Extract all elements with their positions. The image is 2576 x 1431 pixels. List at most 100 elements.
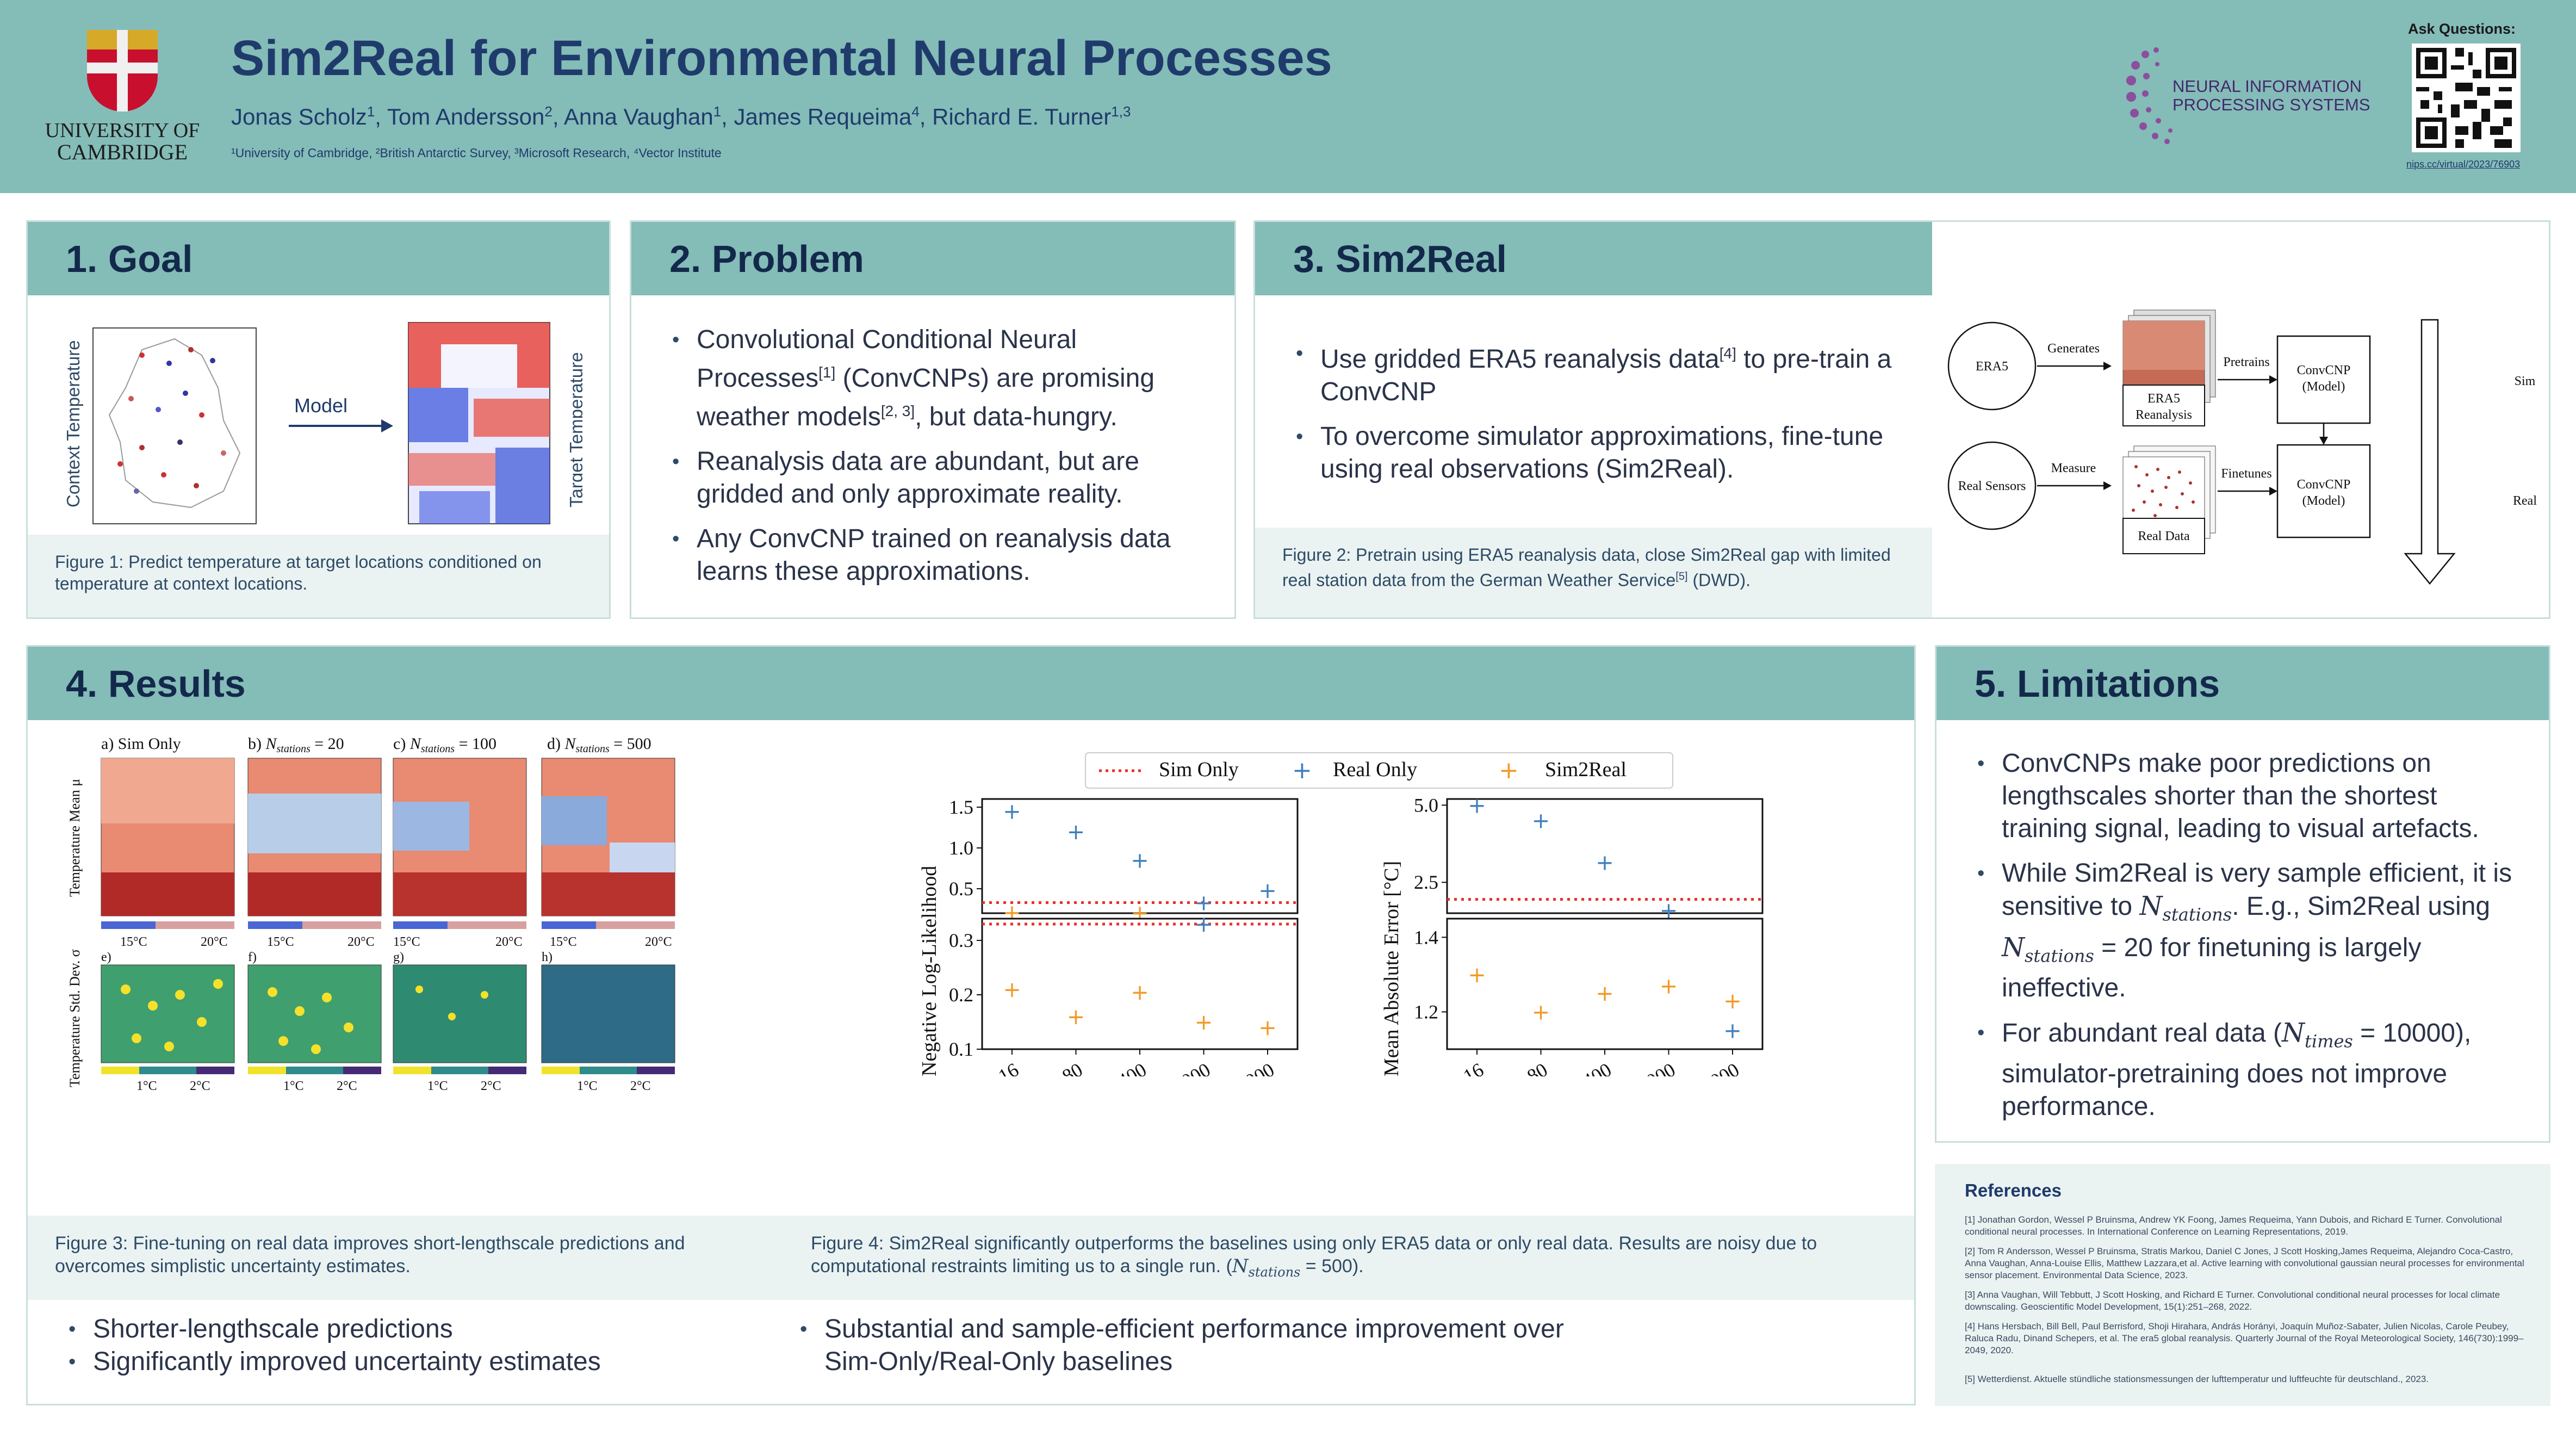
era5-reanalysis-label-1: ERA5 [2147,392,2180,406]
context-temperature-label: Context Temperature [63,340,83,507]
legend-sim2real: Sim2Real [1545,758,1627,781]
mean-maps [101,758,675,916]
takeaway-uncertainty: Significantly improved uncertainty estim… [69,1346,775,1378]
legend-real-only-marker: + [1292,757,1312,784]
pretrains-label: Pretrains [2223,355,2269,369]
cb-mean-max-a: 20°C [201,935,228,949]
context-station-dots [117,347,226,494]
affiliations: ¹University of Cambridge, ²British Antar… [231,146,722,160]
cb-mean-min-a: 15°C [120,935,147,949]
sim2real-bullet-1: Use gridded ERA5 reanalysis data[4] to p… [1296,337,1894,408]
references-box: References [1] Jonathan Gordon, Wessel P… [1935,1164,2550,1406]
chart-1-upper-ytick-label-1: 5.0 [1414,794,1438,816]
reference-5: [5] Wetterdienst. Aktuelle stündliche st… [1965,1374,2429,1384]
convcnp-finetune-label-2: (Model) [2302,494,2345,508]
chart-1-lower-ytick-label-1: 1.4 [1414,926,1438,948]
chart-0-upper-ytick-label-0: 0.5 [949,878,973,900]
goal-panel: 1. Goal Context Temperature Model Target… [26,220,611,619]
cb-mean-min-d: 15°C [550,935,577,949]
sim-label: Sim [2515,374,2536,388]
sim2real-panel: 3. Sim2Real Use gridded ERA5 reanalysis … [1253,220,2550,619]
problem-bullet-3: Any ConvCNP trained on reanalysis data l… [672,523,1221,588]
cb-std-min-g: 1°C [427,1079,448,1093]
chart-0-lower-point-s2-0: + [1003,977,1021,1002]
chart-1-upper-frame [1446,798,1764,914]
real-data-stack [2122,445,2216,554]
takeaway-performance: Substantial and sample-efficient perform… [800,1313,1588,1378]
chart-0-lower-point-s1-3: + [1195,912,1213,937]
cambridge-shield-icon [87,30,158,111]
problem-bullets: Convolutional Conditional Neural Process… [672,324,1221,600]
real-data-label: Real Data [2138,529,2190,543]
reference-3: [3] Anna Vaughan, Will Tebbutt, J Scott … [1965,1290,2500,1312]
chart-1-lower-point-s2-0: + [1468,963,1486,988]
chart-0-upper-point-s1-2: + [1131,848,1149,874]
reference-1: [1] Jonathan Gordon, Wessel P Bruinsma, … [1965,1215,2502,1237]
goal-figure: Context Temperature Model Target Tempera… [63,322,582,524]
chart-1-xtick-label-3: 2000 [1634,1058,1679,1076]
cb-std-max-g: 2°C [481,1079,501,1093]
chart-0-xtick-label-1: 80 [1058,1058,1086,1076]
panel-a-label: a) Sim Only [101,735,181,753]
qr-code-icon[interactable] [2412,44,2521,152]
chart-1-xtick-label-1: 80 [1523,1058,1551,1076]
panel-f-label: f) [248,950,257,964]
figure-2-caption: Figure 2: Pretrain using ERA5 reanalysis… [1255,528,1932,617]
convcnp-pretrain-label-1: ConvCNP [2297,363,2351,377]
cb-mean-min-c: 15°C [393,935,420,949]
chart-0-upper-frame [981,798,1299,914]
neurips-logo: NEURAL INFORMATION PROCESSING SYSTEMS [2124,44,2370,147]
cb-std-max-f: 2°C [337,1079,357,1093]
reference-2: [2] Tom R Andersson, Wessel P Bruinsma, … [1965,1246,2524,1280]
target-heatmap [408,323,550,524]
cb-std-max-h: 2°C [630,1079,651,1093]
chart-0-upper-point-s1-3: + [1195,891,1213,916]
ask-questions-label: Ask Questions: [2408,21,2516,37]
chart-0-xtick-label-4: 10000 [1225,1058,1278,1076]
chart-0-lower-ytick-label-0: 0.1 [949,1038,973,1060]
poster-title: Sim2Real for Environmental Neural Proces… [231,30,1332,86]
sim2real-bullet-2: To overcome simulator approximations, fi… [1296,420,1894,486]
problem-title: 2. Problem [669,238,864,280]
results-title: 4. Results [66,662,246,705]
chart-1-upper-point-s1-2: + [1596,850,1614,875]
convcnp-finetune-label-1: ConvCNP [2297,478,2351,492]
chart-0-upper-ytick-label-2: 1.5 [949,796,973,818]
nll-ylabel: Negative Log-Likelihood [918,866,941,1076]
figure-3-caption: Figure 3: Fine-tuning on real data impro… [28,1216,784,1300]
references-title: References [1965,1180,2062,1200]
chart-1-lower-point-s2-4: + [1723,989,1742,1014]
generates-label: Generates [2047,342,2100,356]
chart-1-lower-ytick-label-0: 1.2 [1414,1001,1438,1023]
chart-0-lower-frame [981,918,1299,1050]
cb-mean-max-b: 20°C [347,935,375,949]
cb-mean-min-b: 15°C [267,935,294,949]
panel-e-label: e) [101,950,111,964]
chart-0-lower-point-s2-4: + [1258,1015,1277,1040]
panel-g-label: g) [393,950,404,964]
cb-std-max-e: 2°C [190,1079,210,1093]
sim2real-bullets: Use gridded ERA5 reanalysis data[4] to p… [1296,337,1894,498]
chart-1-xtick-label-2: 400 [1579,1058,1615,1076]
chart-0-lower-ytick-label-2: 0.3 [949,930,973,951]
figure-4-caption: Figure 4: Sim2Real significantly outperf… [784,1216,1914,1300]
mae-ylabel: Mean Absolute Error [°C] [1380,861,1403,1076]
chart-1-xtick-label-0: 16 [1460,1058,1487,1076]
results-takeaways-left: Shorter-lengthscale predictions Signific… [69,1313,775,1378]
target-temperature-label: Target Temperature [566,352,582,507]
chart-1-lower-point-s1-4: + [1723,1019,1742,1044]
panel-c-label: c) Nstations = 100 [393,735,496,755]
ylabel-mean: Temperature Mean μ [67,779,83,897]
problem-bullet-1: Convolutional Conditional Neural Process… [672,324,1221,433]
era5-reanalysis-stack [2122,309,2216,426]
chart-0-xtick-label-3: 2000 [1169,1058,1214,1076]
chart-1-lower-point-s2-3: + [1660,974,1678,999]
chart-1-xtick-label-4: 10000 [1690,1058,1743,1076]
poster-link[interactable]: nips.cc/virtual/2023/76903 [2406,159,2521,170]
measure-label: Measure [2051,461,2096,475]
cambridge-wordmark: UNIVERSITY OF CAMBRIDGE [45,119,200,164]
context-map [92,327,257,524]
limitation-bullet-1: ConvCNPs make poor predictions on length… [1977,747,2521,845]
sim2real-title: 3. Sim2Real [1293,238,1507,280]
author-list: Jonas Scholz1, Tom Andersson2, Anna Vaug… [231,103,1131,129]
